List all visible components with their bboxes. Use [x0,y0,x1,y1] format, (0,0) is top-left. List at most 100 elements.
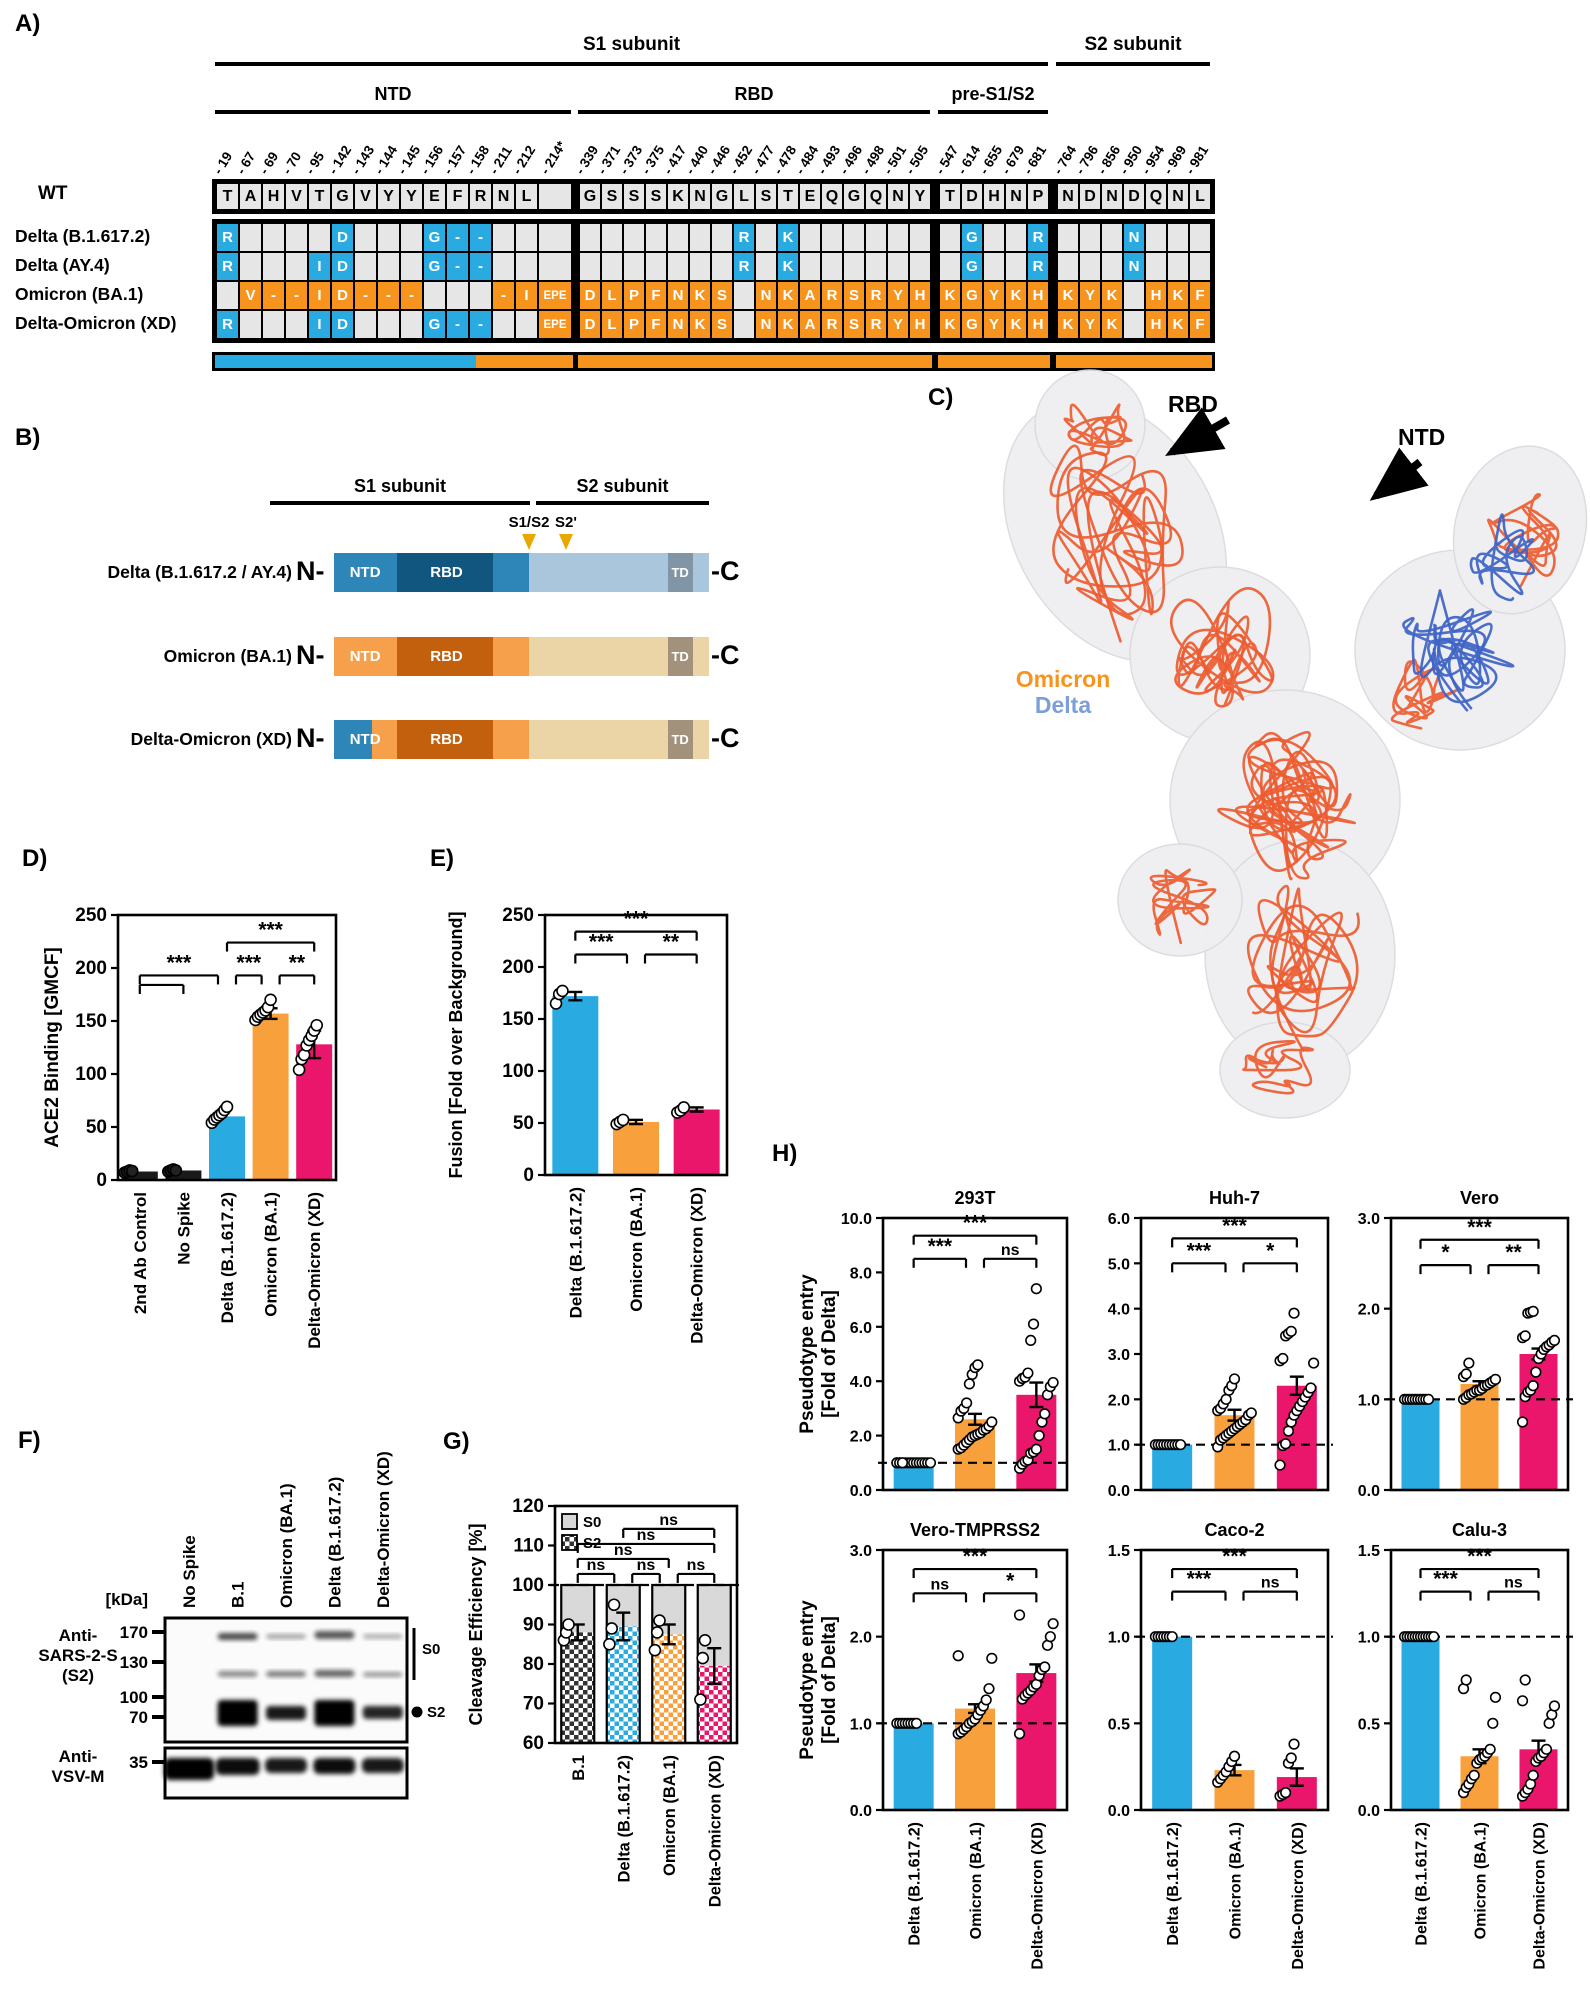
data-point [1465,1388,1478,1400]
data-point [1044,1631,1056,1643]
data-point [980,1423,992,1435]
surface-blob [1204,839,1396,1071]
data-point [969,1362,981,1374]
data-point [958,1439,970,1451]
protein-band [217,1671,258,1677]
bar-Omicron (BA.1) [1460,1756,1499,1810]
data-point [1030,1443,1042,1455]
data-point [1476,1752,1488,1764]
variant-cell: R [1026,222,1050,253]
x-category-label: Omicron (BA.1) [262,1192,281,1317]
data-point [1242,1409,1255,1421]
data-point [1019,1455,1031,1468]
y-tick-label: 100 [512,1575,544,1596]
sig-label: *** [589,931,614,954]
variant-cell: D [330,251,355,282]
data-point [1522,1386,1534,1398]
data-point [210,1111,224,1124]
data-point [1013,1462,1026,1474]
data-point [1277,1439,1289,1452]
data-point [1033,1670,1045,1682]
b-domain-segment [667,553,693,592]
variant-cell [908,251,932,282]
bar-Delta (B.1.617.2) [552,996,599,1175]
sig-label: ns [687,1557,706,1574]
data-point [167,1163,180,1176]
sig-label: *** [167,951,192,974]
b-domain-segment [396,553,494,592]
b-domain-tag-TD: TD [671,732,689,747]
wt-row-outline [212,179,576,214]
y-tick-label: 2.0 [850,1429,872,1446]
data-point [1013,1375,1026,1387]
data-point [908,1457,920,1469]
data-point [1530,1366,1542,1378]
y-axis-label: Fusion [Fold over Background] [446,911,466,1178]
data-point [1274,1355,1286,1367]
variant-cell: R [215,222,240,253]
position-label: - 19 [209,149,235,177]
y-tick-label: 1.5 [1108,1543,1130,1560]
omicron-ribbon [1246,884,1360,1034]
b-domain-segment [692,553,709,592]
variant-cell [537,251,573,282]
bar-No Spike [165,1170,202,1180]
ntd-arrow [1369,447,1429,501]
variant-block-outline [1053,219,1215,343]
wt-cell: V [284,182,309,211]
data-point [972,1709,984,1721]
position-label: - 981 [1182,142,1212,177]
data-point [910,1717,923,1729]
data-point [205,1116,219,1130]
anti-vsvm-label: VSV-M [52,1767,105,1786]
data-point [1479,1380,1491,1392]
data-point [1022,1687,1034,1699]
data-point [1160,1439,1173,1451]
section-header-NTD: NTD [374,84,412,104]
anti-sars-label: SARS-2-S [38,1646,117,1665]
panel-h-label: H) [772,1140,798,1167]
bar-s2-B.1 [561,1632,595,1743]
data-point [650,1626,664,1639]
b-s2-line [536,501,709,505]
position-label: - 339 [572,142,602,177]
omicron-ribbon [1390,658,1458,730]
data-point [1217,1769,1229,1781]
data-point [1398,1393,1411,1405]
bar-s2-Delta (B.1.617.2) [606,1626,640,1743]
data-point [295,1052,308,1066]
position-label: - 69 [255,149,281,177]
data-point [1033,1430,1045,1442]
variant-cell [491,222,516,253]
data-point [963,1378,975,1390]
chart-title: Vero [1460,1188,1499,1208]
surface-blob [1169,689,1401,911]
vsvm-band [313,1758,356,1774]
data-point [1282,1757,1295,1769]
data-point [952,1443,964,1455]
data-point [1149,1631,1161,1643]
marker-label: 35 [129,1753,148,1772]
origin-bar-segment [1056,355,1212,368]
b-n-terminus: N- [296,723,325,753]
data-point [975,1704,987,1716]
sig-label: *** [1433,1568,1458,1591]
variant-cell: - [468,251,493,282]
legend-label: S0 [583,1514,601,1531]
b-row-label: Delta-Omicron (XD) [130,729,292,749]
structure-rbd-label: RBD [1168,391,1218,417]
b-n-terminus: N- [296,640,325,670]
data-point [1226,1755,1238,1768]
s2-label: S2 [427,1704,445,1721]
data-point [259,1004,272,1017]
data-point [1027,1681,1040,1693]
data-point [1420,1631,1432,1643]
chart-title: Vero-TMPRSS2 [910,1520,1040,1540]
section-header-line [578,110,930,114]
position-label: - 371 [594,142,624,177]
data-point [983,1683,995,1695]
b-domain-segment [334,553,397,592]
chart-title: Calu-3 [1452,1520,1507,1540]
data-point [1414,1631,1427,1643]
